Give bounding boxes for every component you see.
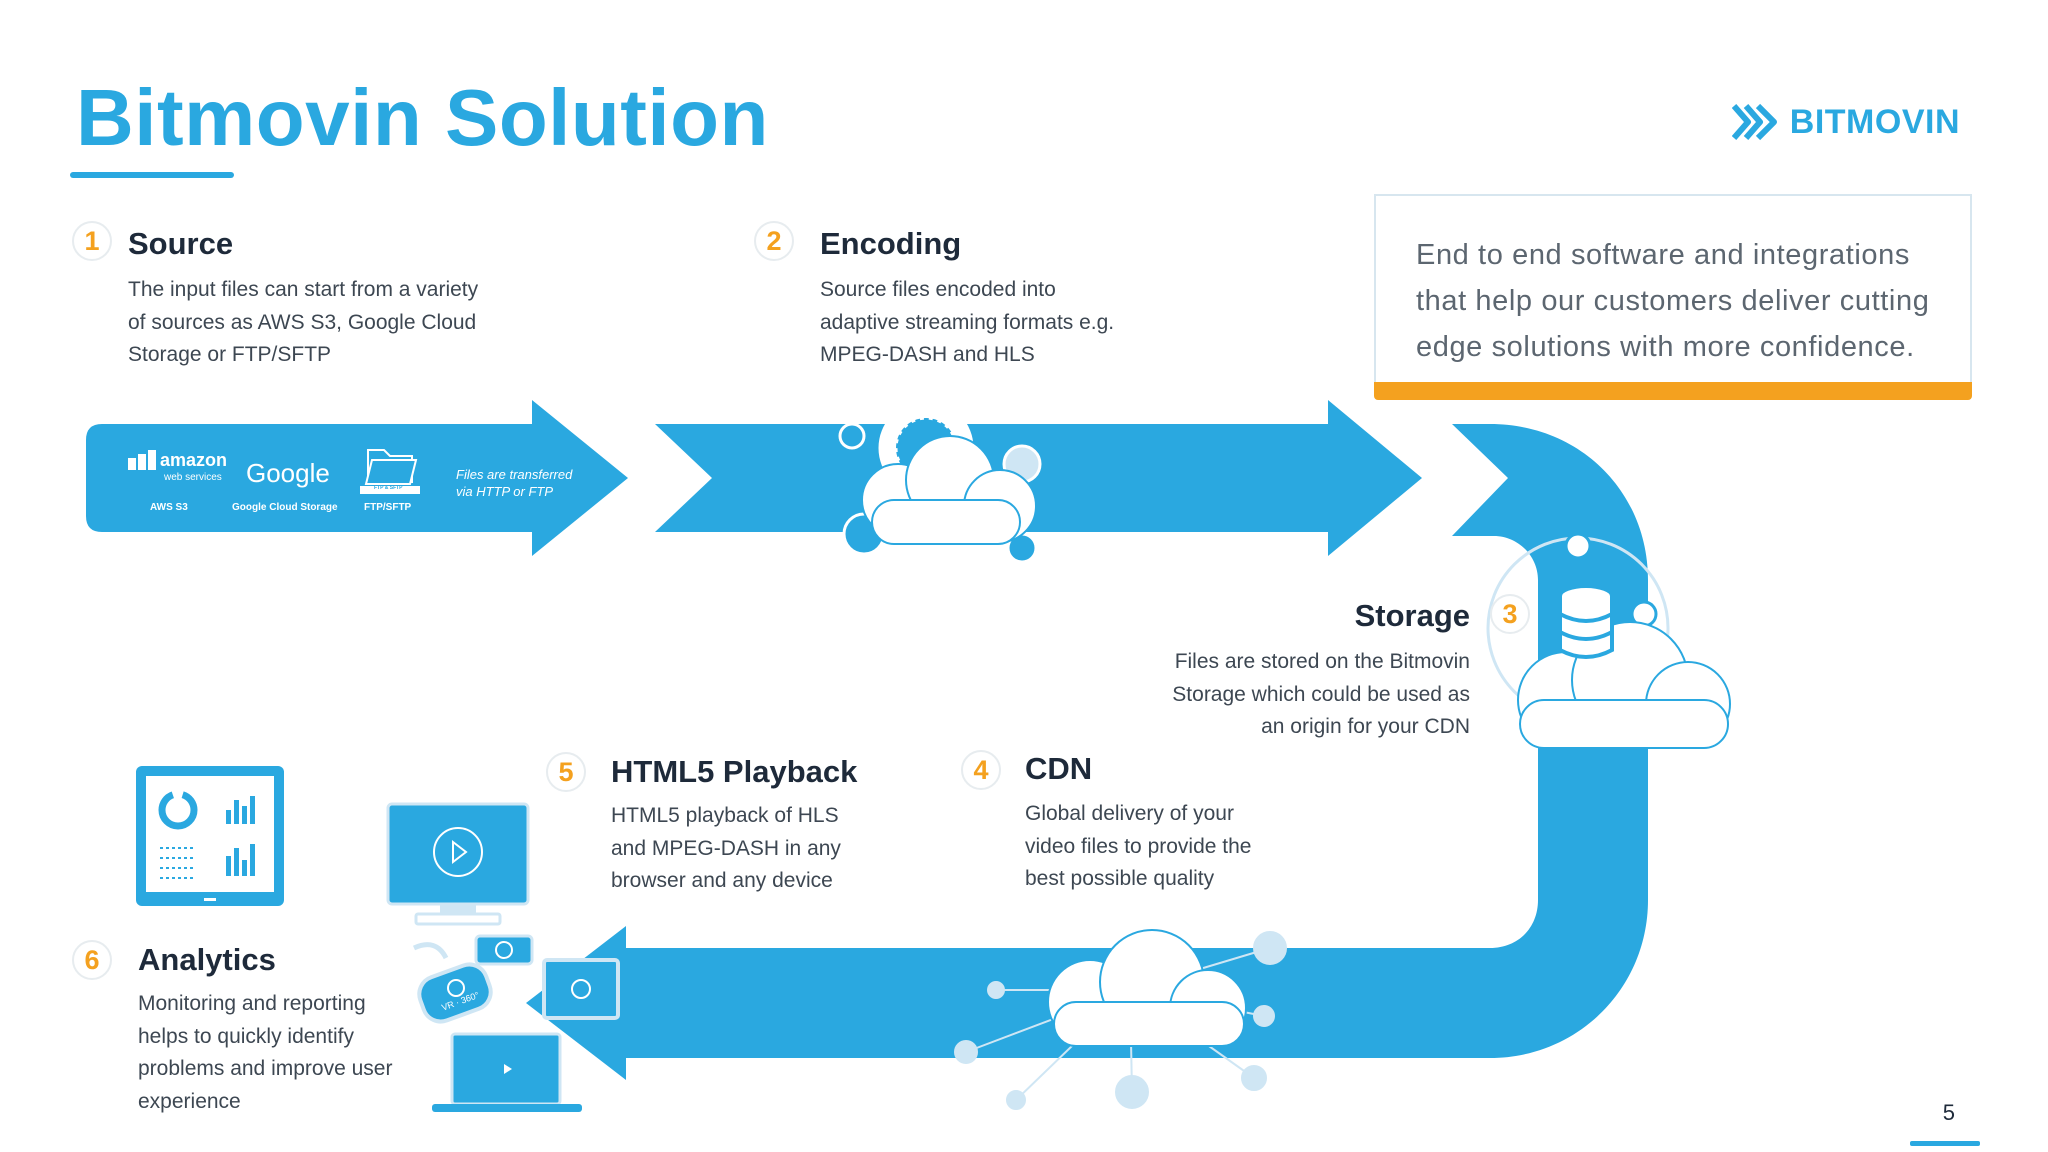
step-1-description: The input files can start from a variety… bbox=[128, 278, 479, 366]
step-4-badge: 4 bbox=[961, 750, 1001, 790]
step-2-description: Source files encoded into adaptive strea… bbox=[820, 278, 1115, 366]
aws-logo-subtext: web services bbox=[164, 472, 222, 483]
analytics-tablet-icon bbox=[136, 766, 284, 906]
transfer-note: Files are transferred via HTTP or FTP bbox=[456, 466, 572, 500]
bitmovin-chevrons-icon bbox=[1731, 103, 1777, 141]
step-6-title: Analytics bbox=[138, 942, 276, 977]
step-5-description: HTML5 playback of HLS and MPEG-DASH in a… bbox=[611, 804, 841, 892]
step-3-description: Files are stored on the Bitmovin Storage… bbox=[1172, 650, 1470, 738]
ftp-folder-icon bbox=[360, 449, 420, 494]
step-3-title: Storage bbox=[1354, 598, 1470, 633]
page-title: Bitmovin Solution bbox=[76, 73, 769, 162]
encoding-arrow bbox=[655, 400, 1422, 556]
step-5-badge: 5 bbox=[546, 752, 586, 792]
step-6-description: Monitoring and reporting helps to quickl… bbox=[138, 992, 393, 1113]
ftp-tag: FTP & SFTP bbox=[374, 485, 403, 491]
step-2-title: Encoding bbox=[820, 226, 962, 261]
title-underline bbox=[70, 172, 234, 178]
tablet-device-icon bbox=[542, 958, 620, 1020]
brand-name: BITMOVIN bbox=[1789, 102, 1960, 141]
encoding-cloud-icon bbox=[861, 435, 1037, 545]
vr-headset-icon bbox=[412, 942, 493, 1024]
transfer-note-line2: via HTTP or FTP bbox=[456, 484, 554, 499]
source-arrow bbox=[86, 400, 628, 556]
cdn-cloud-icon bbox=[1047, 929, 1247, 1047]
aws-logo-icon bbox=[128, 450, 156, 470]
page-number: 5 bbox=[1942, 1100, 1955, 1125]
database-icon bbox=[1558, 584, 1614, 659]
callout-accent-bar bbox=[1374, 382, 1972, 400]
google-logo-text: Google bbox=[246, 458, 330, 488]
storage-cdn-return-arrow bbox=[526, 424, 1648, 1080]
step-6-badge: 6 bbox=[72, 940, 112, 980]
callout-text: End to end software and integrations tha… bbox=[1416, 239, 1930, 363]
laptop-device-icon bbox=[432, 1032, 582, 1112]
page-number-underline bbox=[1910, 1141, 1980, 1146]
ftp-label: FTP/SFTP bbox=[364, 502, 412, 513]
phone-device-icon bbox=[474, 934, 534, 966]
step-1-badge: 1 bbox=[72, 221, 112, 261]
step-2-badge: 2 bbox=[754, 221, 794, 261]
step-4-title: CDN bbox=[1025, 751, 1093, 786]
step-5-title: HTML5 Playback bbox=[611, 754, 858, 789]
google-label: Google Cloud Storage bbox=[232, 502, 338, 513]
step-4-description: Global delivery of your video files to p… bbox=[1025, 802, 1252, 890]
aws-label: AWS S3 bbox=[150, 502, 188, 513]
monitor-device-icon bbox=[386, 802, 530, 926]
aws-logo-text: amazon bbox=[160, 450, 228, 470]
step-3-badge: 3 bbox=[1490, 594, 1530, 634]
storage-cloud-icon bbox=[1486, 532, 1731, 749]
step-1-title: Source bbox=[128, 226, 234, 261]
transfer-note-line1: Files are transferred bbox=[456, 467, 573, 482]
brand-logo: BITMOVIN bbox=[1731, 102, 1960, 142]
callout-box bbox=[1374, 194, 1972, 382]
